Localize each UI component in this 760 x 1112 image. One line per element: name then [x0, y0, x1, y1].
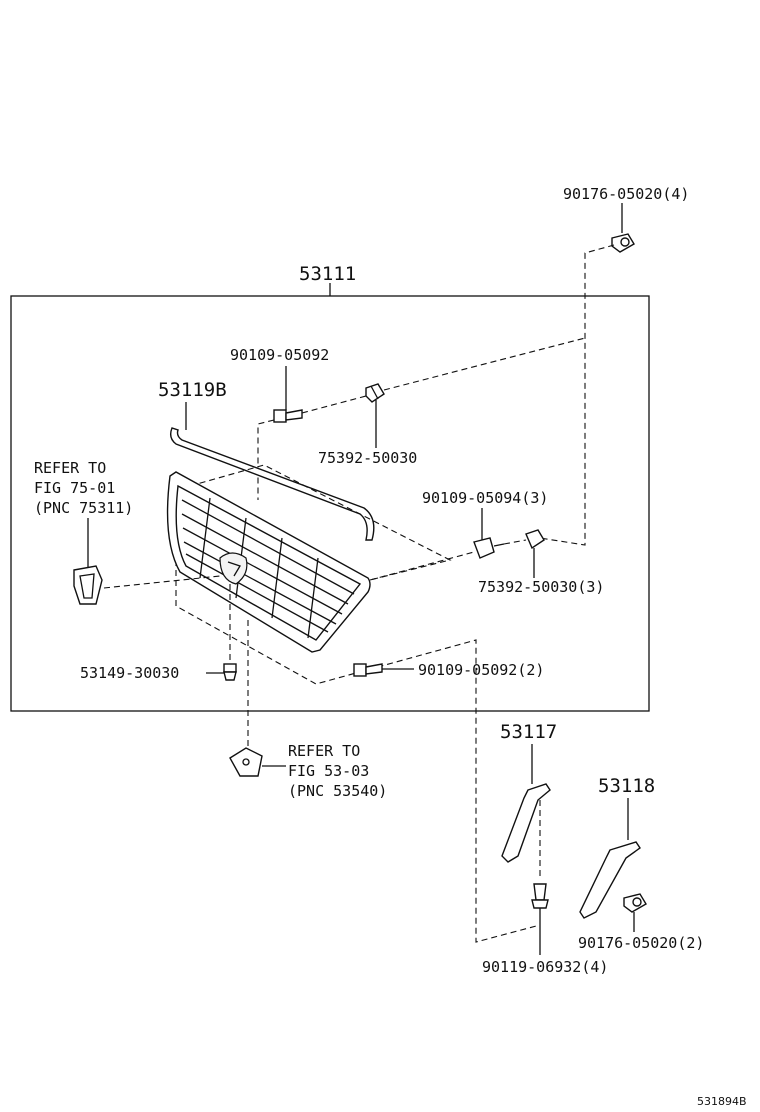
right-bracket-part	[579, 841, 641, 919]
label-top-clip: 90176-05020(4)	[563, 185, 689, 203]
side-dash	[369, 551, 475, 581]
lower-screw-icon	[353, 663, 383, 677]
grille-mount-lower	[175, 560, 541, 943]
emblem-ref-line1: REFER TO	[34, 459, 106, 477]
side-screw-icon	[473, 537, 505, 559]
bracket-bolt-icon	[531, 883, 549, 909]
upper-retainer-icon	[365, 383, 385, 403]
label-right-bracket: 53118	[598, 775, 655, 797]
grille-emblem	[219, 552, 248, 585]
bracket-clip-icon	[623, 893, 647, 913]
label-emblem-clip: 53149-30030	[80, 664, 179, 682]
label-grille-assembly: 53111	[299, 263, 356, 285]
label-top-molding: 53119B	[158, 379, 227, 401]
lower-ref-line2: FIG 53-03	[288, 762, 369, 780]
top-clip-dash	[539, 244, 615, 546]
label-upper-retainer: 75392-50030	[318, 449, 417, 467]
left-bracket-part	[501, 783, 551, 863]
grille-mount-outline	[189, 464, 452, 581]
label-lower-screw: 90109-05092(2)	[418, 661, 544, 679]
emblem-ref-line3: (PNC 75311)	[34, 499, 133, 517]
emblem-bracket-icon	[73, 565, 103, 605]
side-dash-b	[503, 539, 527, 545]
label-bracket-clip: 90176-05020(2)	[578, 934, 704, 952]
top-clip-icon	[611, 233, 635, 253]
upper-dash-down	[257, 419, 275, 500]
label-side-screw: 90109-05094(3)	[422, 489, 548, 507]
label-side-retainer: 75392-50030(3)	[478, 578, 604, 596]
label-bracket-bolt: 90119-06932(4)	[482, 958, 608, 976]
upper-dash-a	[301, 395, 367, 414]
label-left-bracket: 53117	[500, 721, 557, 743]
label-upper-screw: 90109-05092	[230, 346, 329, 364]
upper-dash-b	[383, 337, 586, 391]
upper-screw-icon	[273, 409, 303, 423]
top-molding-part	[169, 427, 375, 541]
lower-ref-line3: (PNC 53540)	[288, 782, 387, 800]
emblem-ref-line2: FIG 75-01	[34, 479, 115, 497]
lower-ref-bracket-icon	[229, 747, 263, 777]
figure-code: 531894B	[697, 1095, 747, 1108]
lower-ref-line1: REFER TO	[288, 742, 360, 760]
grille-part	[166, 471, 371, 653]
side-retainer-icon	[525, 529, 545, 550]
emblem-clip-icon	[223, 663, 237, 681]
